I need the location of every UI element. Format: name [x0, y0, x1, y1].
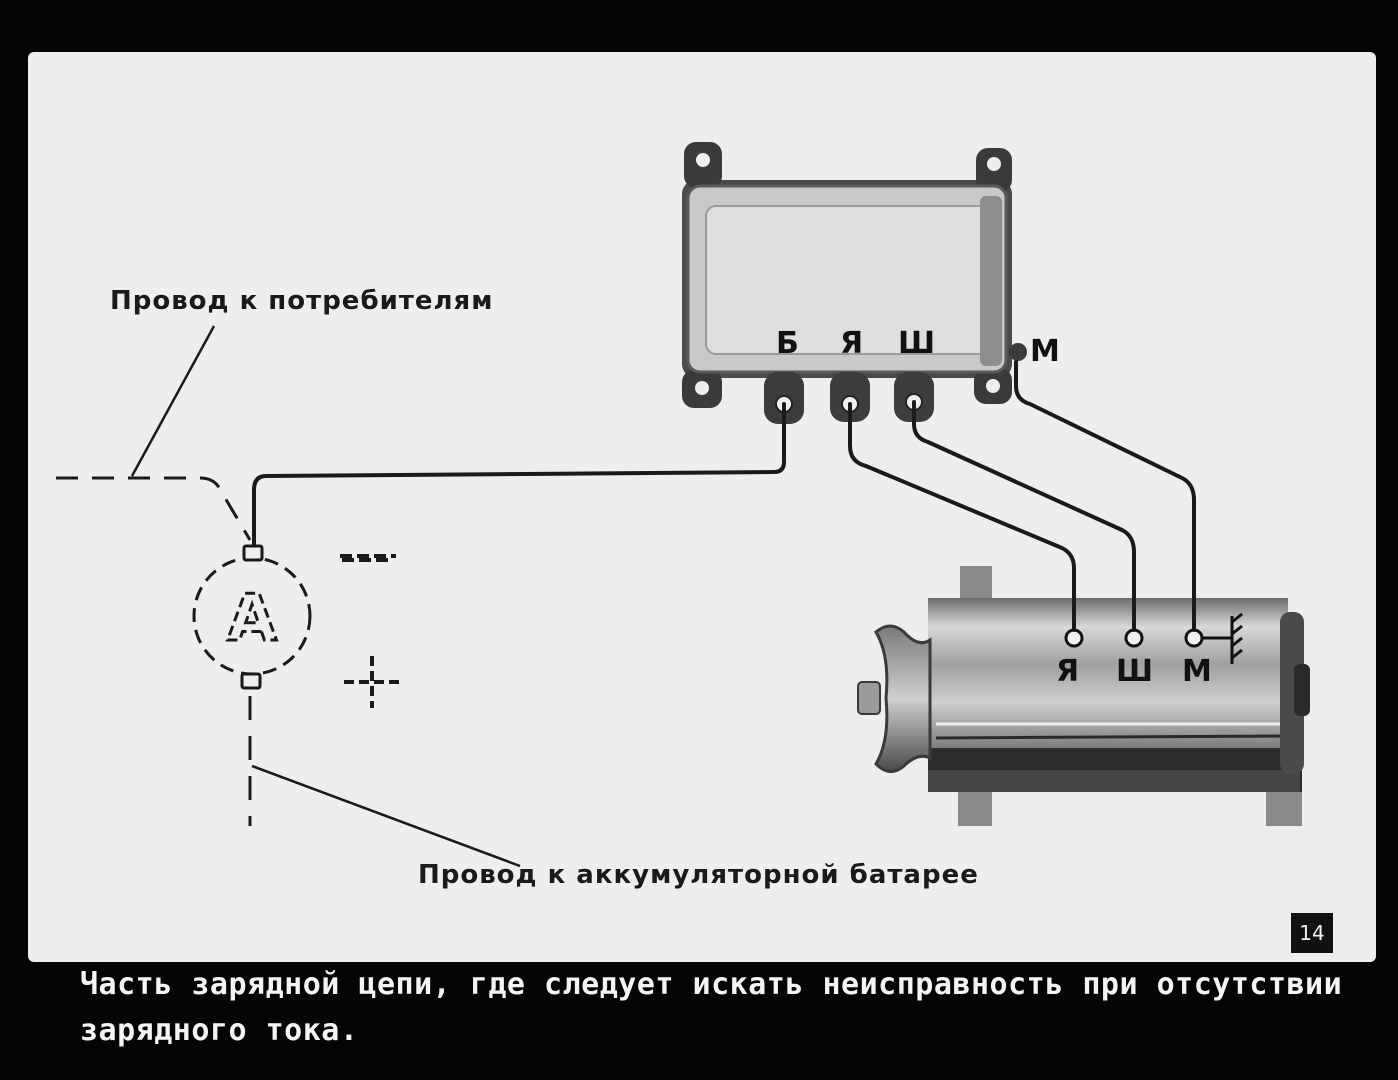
- regulator-ground-terminal: [1009, 343, 1027, 361]
- regulator-terminal-label: Б: [776, 326, 799, 361]
- wire-Ya: [848, 402, 1076, 632]
- ammeter-symbol: A: [227, 582, 277, 656]
- plus-sign-icon: [344, 656, 400, 708]
- generator-terminal-Ya: [1064, 628, 1084, 648]
- regulator-terminal-label: Ш: [898, 326, 936, 361]
- wire-M: [1014, 360, 1196, 632]
- regulator-mount-lug: [974, 368, 1012, 404]
- regulator-mount-lug: [682, 370, 722, 408]
- minus-sign-icon: [340, 554, 396, 562]
- dashed-wire-consumers: [56, 476, 252, 541]
- label-battery-wire: Провод к аккумуляторной батарее: [418, 860, 979, 890]
- label-consumers-wire: Провод к потребителям: [110, 286, 494, 316]
- caption: Часть зарядной цепи, где следует искать …: [80, 962, 1370, 1054]
- regulator-terminal-Sh: [894, 372, 934, 422]
- generator-pulley: [857, 624, 932, 773]
- regulator-mount-lug: [684, 142, 722, 188]
- caption-line: зарядного тока.: [80, 1013, 359, 1048]
- wires: [252, 360, 1196, 632]
- regulator-terminal-B: [764, 372, 804, 424]
- ground-symbol: [1202, 612, 1243, 664]
- regulator-ground-label: М: [1030, 334, 1060, 369]
- wire-B-to-ammeter: [252, 402, 786, 550]
- wire-Sh: [912, 400, 1136, 632]
- regulator-mount-lug: [976, 148, 1012, 192]
- generator-terminal-label: М: [1182, 654, 1212, 689]
- generator-terminal-label: Я: [1056, 654, 1080, 689]
- leader-line-consumers: [130, 325, 216, 477]
- voltage-regulator: [682, 142, 1027, 424]
- page-number: 14: [1291, 913, 1333, 953]
- generator: [857, 566, 1310, 826]
- ammeter-icon: A: [192, 544, 312, 690]
- generator-terminal-Sh: [1124, 628, 1144, 648]
- regulator-terminal-label: Я: [840, 326, 864, 361]
- generator-terminal-label: Ш: [1116, 654, 1154, 689]
- caption-line: Часть зарядной цепи, где следует искать …: [80, 967, 1343, 1002]
- generator-terminal-M: [1184, 628, 1204, 648]
- leader-line-battery: [251, 764, 521, 868]
